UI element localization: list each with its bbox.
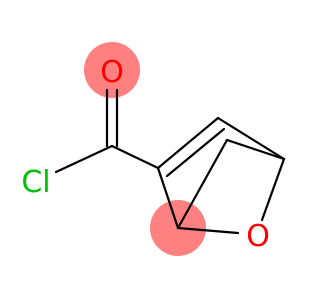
bond-c3-c4 [216, 116, 286, 161]
highlight-carbonyl-oxygen [84, 42, 140, 98]
bond-c-cl [54, 144, 114, 174]
bond-carbonyl-ring [110, 144, 160, 170]
bond-c1-c6 [176, 138, 229, 230]
atom-chlorine: Cl [21, 165, 50, 200]
atom-oxygen-carbonyl: O [100, 55, 124, 90]
atom-oxygen-bridge: O [246, 219, 270, 254]
bond-alkene-1 [156, 116, 220, 170]
bond-c6-c5 [225, 138, 286, 161]
bond-c2-c1 [156, 166, 180, 230]
molecule-canvas: O Cl O [21, 42, 286, 256]
molecule-structure: O Cl O [21, 42, 286, 256]
bond-c1-o [176, 226, 240, 235]
bond-alkene-2 [165, 127, 226, 178]
bond-c4-o [260, 157, 286, 222]
